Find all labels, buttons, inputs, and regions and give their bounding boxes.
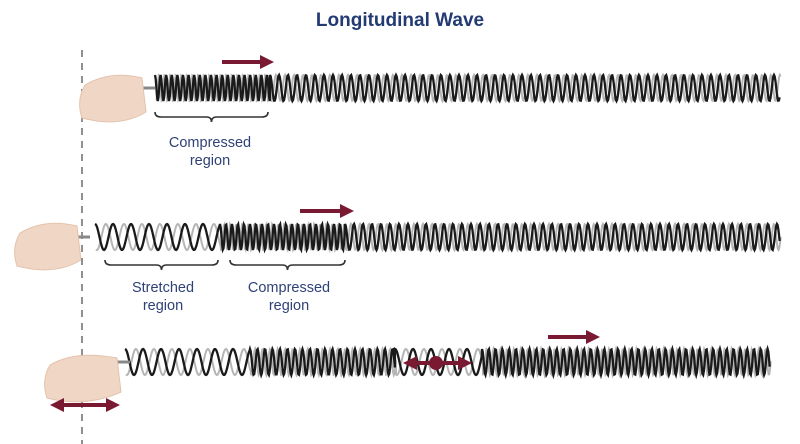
right-arrow-icon [222,55,274,69]
region-brace-2 [104,259,219,271]
hand-1 [79,74,155,123]
hand-2 [14,222,90,271]
right-arrow-icon [300,204,354,218]
double-arrow-icon [50,398,120,412]
hand-3 [44,354,130,403]
spring-back-coil [125,345,772,379]
region-brace-3 [229,259,346,271]
diagram-title: Longitudinal Wave [315,10,485,31]
right-arrow-icon [548,330,600,344]
spring-2 [94,220,781,254]
spring-3 [124,344,771,380]
spring-1 [153,72,781,104]
particle-dot [429,356,443,370]
region-brace-1 [154,111,269,123]
